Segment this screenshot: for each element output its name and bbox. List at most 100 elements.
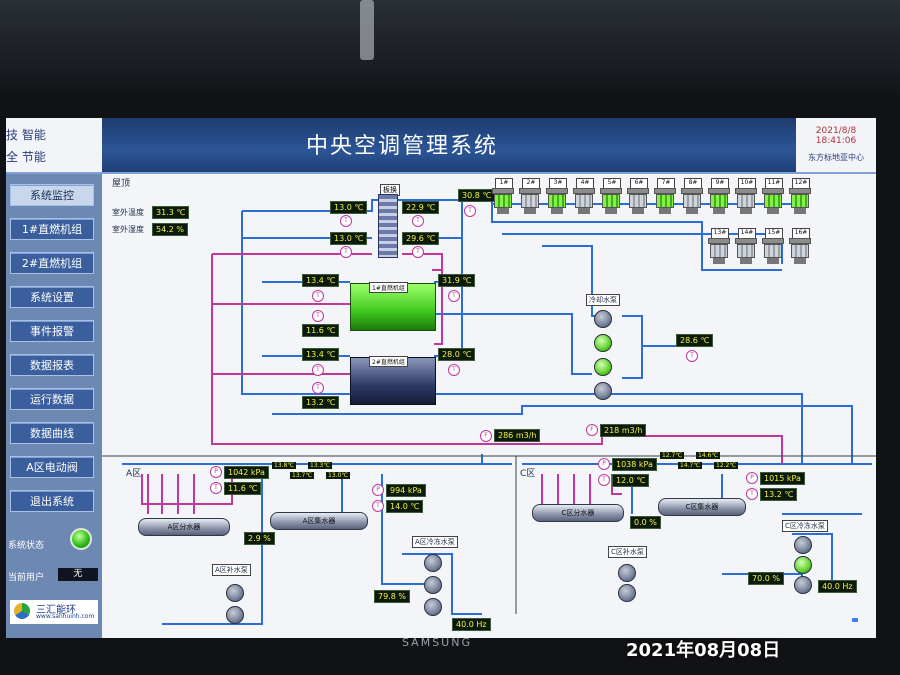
cooling-tower-13[interactable]: 13# bbox=[708, 228, 730, 264]
pressure-sensor-icon: P bbox=[746, 472, 758, 484]
temp-sensor-icon: T bbox=[210, 482, 222, 494]
flow-sensor-icon: F bbox=[480, 430, 492, 442]
cooling-tower-4[interactable]: 4# bbox=[573, 178, 595, 214]
logo-name: 三汇能环 bbox=[36, 605, 76, 616]
zone-c-chw-pump-1[interactable] bbox=[794, 536, 812, 554]
cooling-tower-9[interactable]: 9# bbox=[708, 178, 730, 214]
cooling-tower-14[interactable]: 14# bbox=[735, 228, 757, 264]
nav-run-data[interactable]: 运行数据 bbox=[10, 388, 94, 410]
cooling-tower-16[interactable]: 16# bbox=[789, 228, 811, 264]
zone-a-branch-temp-1: 13.8℃ bbox=[272, 462, 297, 469]
zone-c-chw-pump-3[interactable] bbox=[794, 576, 812, 594]
zone-c-chw-pump-2[interactable] bbox=[794, 556, 812, 574]
zone-a-chw-pump-2[interactable] bbox=[424, 576, 442, 594]
chiller-1-out-temp: 31.9 ℃ bbox=[438, 274, 476, 287]
cooling-tower-11[interactable]: 11# bbox=[762, 178, 784, 214]
nav-event-alarm[interactable]: 事件报警 bbox=[10, 320, 94, 342]
zone-a-pump-load: 79.8 % bbox=[374, 590, 410, 603]
process-diagram: 屋顶 室外温度 31.3 ℃ 室外湿度 54.2 % 板换 13.0 ℃ 22.… bbox=[102, 174, 876, 638]
temp-sensor-icon: T bbox=[746, 488, 758, 500]
chiller-2-low-temp: 13.2 ℃ bbox=[302, 396, 340, 409]
org-name: 东方标地亚中心 bbox=[808, 153, 864, 162]
nav-exit[interactable]: 退出系统 bbox=[10, 490, 94, 512]
slogan-line-2: 全 节能 bbox=[6, 150, 46, 164]
system-status-indicator bbox=[70, 528, 92, 550]
temp-sensor-icon: T bbox=[598, 474, 610, 486]
outdoor-hum-label: 室外湿度 bbox=[112, 225, 144, 234]
tower-supply-temp: 30.8 ℃ bbox=[458, 189, 496, 202]
plate-exchanger[interactable] bbox=[378, 194, 398, 258]
cooling-tower-10[interactable]: 10# bbox=[735, 178, 757, 214]
zone-c-collector[interactable]: C区集水器 bbox=[658, 498, 746, 516]
zone-c-branch-temp-3: 14.6℃ bbox=[696, 452, 721, 459]
company-logo: 三汇能环 www.sanhuinh.com bbox=[10, 600, 98, 624]
zone-c-makeup-pump-1[interactable] bbox=[618, 564, 636, 582]
zone-a-branch-temp-2: 13.7℃ bbox=[290, 472, 315, 479]
nav-chiller-1[interactable]: 1#直燃机组 bbox=[10, 218, 94, 240]
cooling-pump-2[interactable] bbox=[594, 334, 612, 352]
flow-meter-1: 286 m3/h bbox=[494, 429, 541, 442]
zone-c-splitter[interactable]: C区分水器 bbox=[532, 504, 624, 522]
zone-c-chw-pump-label: C区冷冻水泵 bbox=[782, 520, 828, 532]
zone-a-pump-freq: 40.0 Hz bbox=[452, 618, 491, 631]
nav-system-settings[interactable]: 系统设置 bbox=[10, 286, 94, 308]
chiller-1-label: 1#直燃机组 bbox=[369, 282, 408, 293]
zone-c-branch-temp-1: 12.7℃ bbox=[660, 452, 685, 459]
nav-zone-a-valve[interactable]: A区电动阀 bbox=[10, 456, 94, 478]
zone-a-splitter[interactable]: A区分水器 bbox=[138, 518, 230, 536]
cooling-tower-12[interactable]: 12# bbox=[789, 178, 811, 214]
cooling-pump-1[interactable] bbox=[594, 310, 612, 328]
hx-out-temp: 22.9 ℃ bbox=[402, 201, 440, 214]
chiller-1-low-temp: 11.6 ℃ bbox=[302, 324, 340, 337]
temp-sensor-icon: T bbox=[340, 215, 352, 227]
pressure-sensor-icon: P bbox=[210, 466, 222, 478]
zone-c-supply-temp: 12.0 ℃ bbox=[612, 474, 650, 487]
room-ceiling bbox=[0, 0, 900, 110]
slogan-box: 技 智能 全 节能 bbox=[6, 118, 102, 172]
cooling-return-temp: 28.6 ℃ bbox=[676, 334, 714, 347]
cooling-tower-1[interactable]: 1# bbox=[492, 178, 514, 214]
cooling-tower-7[interactable]: 7# bbox=[654, 178, 676, 214]
hx-in-temp: 13.0 ℃ bbox=[330, 201, 368, 214]
logo-url: www.sanhuinh.com bbox=[36, 613, 95, 620]
pressure-sensor-icon: P bbox=[372, 484, 384, 496]
hx2-in-temp: 13.0 ℃ bbox=[330, 232, 368, 245]
zone-a-branch-temp-3: 13.3℃ bbox=[308, 462, 333, 469]
zone-c-makeup-pump-2[interactable] bbox=[618, 584, 636, 602]
hvac-screen: 技 智能 全 节能 中央空调管理系统 2021/8/8 18:41:06 东方标… bbox=[6, 118, 876, 638]
nav-data-report[interactable]: 数据报表 bbox=[10, 354, 94, 376]
status-label: 系统状态 bbox=[8, 541, 45, 551]
cooling-tower-15[interactable]: 15# bbox=[762, 228, 784, 264]
cooling-tower-3[interactable]: 3# bbox=[546, 178, 568, 214]
zone-a-collector[interactable]: A区集水器 bbox=[270, 512, 368, 530]
zone-a-chw-pump-1[interactable] bbox=[424, 554, 442, 572]
nav-chiller-2[interactable]: 2#直燃机组 bbox=[10, 252, 94, 274]
chiller-2-label: 2#直燃机组 bbox=[369, 356, 408, 367]
cooling-tower-8[interactable]: 8# bbox=[681, 178, 703, 214]
zone-c-return-pressure: 1015 kPa bbox=[760, 472, 805, 485]
zone-a-makeup-pump-label: A区补水泵 bbox=[212, 564, 251, 576]
zone-a-supply-pressure: 1042 kPa bbox=[224, 466, 269, 479]
cooling-pump-4[interactable] bbox=[594, 382, 612, 400]
chiller-1[interactable]: 1#直燃机组 bbox=[350, 282, 436, 331]
nav-data-curve[interactable]: 数据曲线 bbox=[10, 422, 94, 444]
chiller-2[interactable]: 2#直燃机组 bbox=[350, 356, 436, 405]
temp-sensor-icon: T bbox=[412, 246, 424, 258]
zone-a-makeup-pump-1[interactable] bbox=[226, 584, 244, 602]
zone-a-chw-pump-3[interactable] bbox=[424, 598, 442, 616]
temp-sensor-icon: T bbox=[312, 290, 324, 302]
zone-a-return-temp: 14.0 ℃ bbox=[386, 500, 424, 513]
ceiling-lamp bbox=[360, 0, 374, 60]
zone-a-supply-temp: 11.6 ℃ bbox=[224, 482, 262, 495]
zone-c-makeup-pump-label: C区补水泵 bbox=[608, 546, 647, 558]
zone-a-makeup-pump-2[interactable] bbox=[226, 606, 244, 624]
cooling-tower-6[interactable]: 6# bbox=[627, 178, 649, 214]
outdoor-temp-value: 31.3 ℃ bbox=[152, 206, 190, 219]
user-label: 当前用户 bbox=[8, 573, 45, 583]
cooling-pump-3[interactable] bbox=[594, 358, 612, 376]
cooling-tower-2[interactable]: 2# bbox=[519, 178, 541, 214]
temp-sensor-icon: T bbox=[372, 500, 384, 512]
cooling-tower-5[interactable]: 5# bbox=[600, 178, 622, 214]
nav-system-monitor[interactable]: 系统监控 bbox=[10, 184, 94, 206]
outdoor-temp-label: 室外温度 bbox=[112, 208, 144, 217]
